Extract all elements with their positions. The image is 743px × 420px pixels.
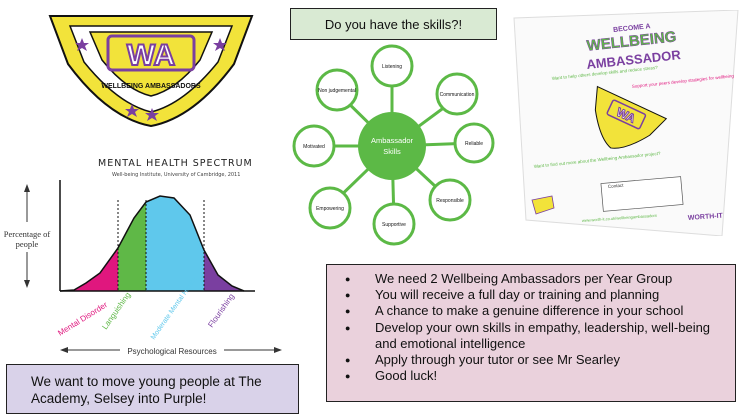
spectrum-y-label: Percentage of people <box>3 229 51 249</box>
zone-label-mental-disorder: Mental Disorder <box>56 300 109 338</box>
ambassador-skills-mindmap: Ambassador Skills Listening Communicatio… <box>292 44 495 246</box>
list-item: Develop your own skills in empathy, lead… <box>341 320 727 352</box>
list-item: A chance to make a genuine difference in… <box>341 303 727 319</box>
skill-empowering: Empowering <box>316 206 344 212</box>
list-item: Apply through your tutor or see Mr Searl… <box>341 352 727 368</box>
list-item: You will receive a full day or training … <box>341 287 727 303</box>
skill-communication: Communication <box>440 92 475 98</box>
mental-health-spectrum-diagram: Mental Disorder Languishing Moderate Men… <box>24 180 282 356</box>
wellbeing-ambassadors-logo: WA WELLBEING AMBASSADORS <box>48 15 254 128</box>
star-icon <box>75 38 89 51</box>
purple-goal-text: We want to move young people at The Acad… <box>31 374 262 406</box>
zone-label-languishing: Languishing <box>100 291 132 332</box>
info-list-box: We need 2 Wellbeing Ambassadors per Year… <box>326 264 736 402</box>
skills-center-line: Ambassador <box>371 136 414 145</box>
star-icon <box>125 104 139 117</box>
spectrum-subtitle: Well-being Institute, University of Camb… <box>112 172 241 178</box>
zone-label-flourishing: Flourishing <box>206 292 236 329</box>
star-icon <box>145 108 159 121</box>
skills-center-line: Skills <box>383 147 401 156</box>
skill-listening: Listening <box>382 64 402 70</box>
skill-reliable: Reliable <box>465 141 483 147</box>
list-item: We need 2 Wellbeing Ambassadors per Year… <box>341 271 727 287</box>
leaflet-contact-label: Contact <box>608 183 625 189</box>
skills-heading-box: Do you have the skills?! <box>290 8 497 40</box>
spectrum-title: MENTAL HEALTH SPECTRUM <box>98 158 253 169</box>
skill-motivated: Motivated <box>303 144 325 150</box>
star-icon <box>213 38 227 51</box>
leaflet-title-1: BECOME A <box>613 23 651 34</box>
list-item: Good luck! <box>341 368 727 384</box>
info-list: We need 2 Wellbeing Ambassadors per Year… <box>341 271 727 385</box>
spectrum-x-label: Psychological Resources <box>127 347 216 356</box>
badge-ring-text: WELLBEING AMBASSADORS <box>101 83 201 90</box>
skill-non-judgemental: Non judgemental <box>318 88 356 94</box>
leaflet-url: www.worth-it.co.uk/wellbeingambassadors <box>582 213 657 223</box>
skills-heading: Do you have the skills?! <box>324 16 463 32</box>
badge-letters: WA <box>127 39 175 72</box>
leaflet-brand: WORTH-IT <box>688 213 724 222</box>
skill-responsible: Responsible <box>436 198 464 204</box>
skill-supportive: Supportive <box>382 222 406 228</box>
ambassador-leaflet: BECOME A WELLBEING AMBASSADOR Want to he… <box>513 10 739 236</box>
purple-goal-box: We want to move young people at The Acad… <box>6 364 299 414</box>
